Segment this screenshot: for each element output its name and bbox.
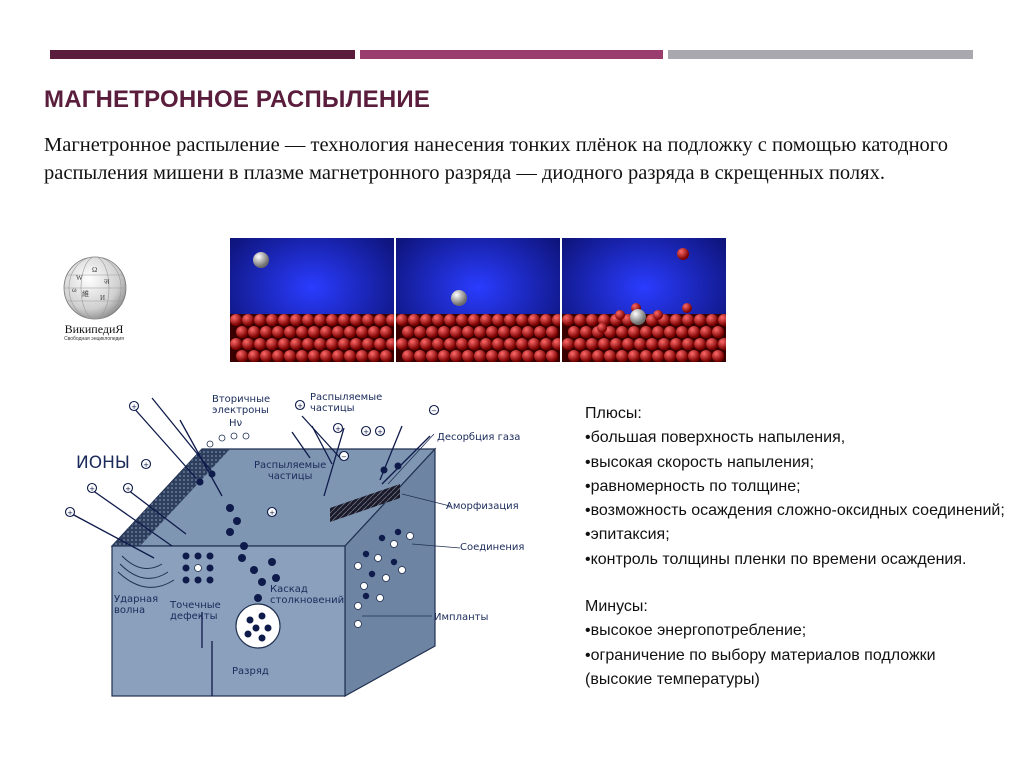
label-secondary-electrons: Вторичные электроны — [212, 394, 271, 416]
pros-item: •большая поверхность напыления, — [585, 429, 846, 447]
label-compounds: Соединения — [460, 542, 525, 553]
pros-item: •равномерность по толщине; — [585, 477, 801, 495]
svg-text:W: W — [76, 274, 83, 282]
pros-heading: Плюсы: — [585, 405, 642, 422]
svg-text:ज: ज — [104, 278, 110, 286]
svg-text:+: + — [67, 509, 73, 517]
header-bar-medium — [360, 50, 663, 59]
label-implants: Импланты — [434, 612, 489, 623]
pros-item: •возможность осаждения сложно-оксидных с… — [585, 502, 1005, 520]
label-sputtered-particles-top: Распыляемые частицы — [310, 392, 383, 414]
svg-text:−: − — [431, 407, 437, 415]
svg-text:ω: ω — [72, 286, 77, 294]
svg-text:+: + — [89, 485, 95, 493]
label-hv: Hν — [229, 418, 243, 429]
pros-cons-list: Плюсы: •большая поверхность напыления, •… — [585, 402, 1005, 692]
sputtering-block-diagram: + + + + + + + + + − − + — [64, 397, 461, 698]
pros-item: •контроль толщины пленки по времени осаж… — [585, 550, 967, 568]
label-amorphization: Аморфизация — [446, 501, 519, 512]
cons-item: •ограничение по выбору материалов подлож… — [585, 646, 936, 688]
svg-text:И: И — [100, 294, 105, 302]
svg-text:+: + — [125, 485, 131, 493]
svg-text:+: + — [131, 403, 137, 411]
label-discharge: Разряд — [232, 666, 269, 677]
slide-title: МАГНЕТРОННОЕ РАСПЫЛЕНИЕ — [44, 86, 431, 113]
svg-text:+: + — [269, 509, 275, 517]
list-spacer — [585, 572, 1005, 595]
label-point-defects: Точечные дефекты — [170, 600, 221, 622]
svg-text:維: 維 — [82, 289, 89, 298]
pros-item: •эпитаксия; — [585, 526, 670, 544]
label-shock-wave: Ударная волна — [114, 594, 159, 616]
cons-heading: Минусы: — [585, 598, 648, 616]
header-bar-dark — [50, 50, 355, 59]
wikipedia-tagline: Свободная энциклопедия — [64, 336, 124, 342]
svg-text:+: + — [335, 425, 341, 433]
wikipedia-globe-icon: W Ωज 維 Иω — [63, 256, 127, 320]
header-bar-gray — [668, 50, 973, 59]
svg-text:+: + — [297, 402, 303, 410]
animation-frame-3 — [562, 238, 726, 362]
animation-frame-1 — [230, 238, 394, 362]
svg-text:+: + — [377, 428, 383, 436]
svg-text:−: − — [341, 453, 347, 461]
label-collision-cascade: Каскад столкновений — [270, 584, 345, 606]
svg-text:+: + — [143, 461, 149, 469]
pros-item: •высокая скорость напыления; — [585, 453, 815, 471]
cons-item: •высокое энергопотребление; — [585, 622, 807, 640]
label-ions: ИОНЫ — [76, 453, 130, 473]
wikipedia-wordmark: ВикипедиЯ — [64, 322, 124, 336]
svg-text:+: + — [363, 428, 369, 436]
label-gas-desorption: Десорбция газа — [437, 432, 521, 443]
sputtering-animation-frames — [230, 238, 726, 362]
svg-text:Ω: Ω — [92, 266, 97, 274]
animation-frame-2 — [396, 238, 560, 362]
ion-surface-interaction-diagram: + + + + + + + + + − − + ИОНЫ Вторичные электроны… — [62, 386, 542, 698]
intro-paragraph: Магнетронное распыление — технология нан… — [44, 134, 948, 184]
label-sputtered-particles-mid: Распыляемые частицы — [254, 460, 327, 482]
